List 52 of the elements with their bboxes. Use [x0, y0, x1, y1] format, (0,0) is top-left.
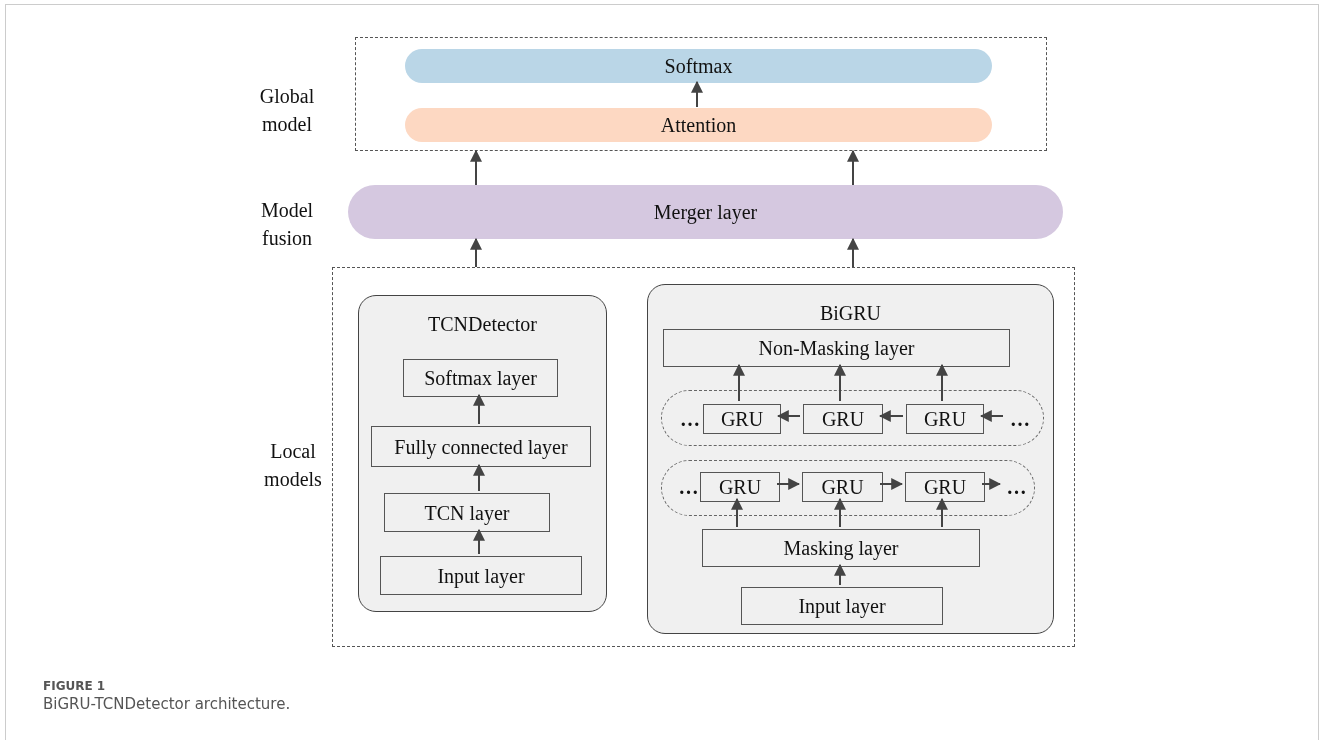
arrow	[733, 363, 745, 402]
layer-box: GRU	[703, 404, 781, 434]
arrow	[981, 478, 1002, 490]
section-label: Global model	[258, 84, 316, 137]
arrow	[847, 237, 859, 268]
arrow	[879, 478, 904, 490]
layer-pill: Softmax	[405, 49, 992, 83]
layer-box: GRU	[802, 472, 883, 502]
layer-box: GRU	[906, 404, 984, 434]
arrow	[470, 149, 482, 186]
layer-box: GRU	[803, 404, 883, 434]
arrow	[834, 563, 846, 586]
layer-box: Input layer	[380, 556, 582, 595]
figure-number: FIGURE 1	[43, 678, 107, 694]
layer-box: GRU	[700, 472, 780, 502]
layer-pill: Merger layer	[348, 185, 1063, 239]
layer-box: Input layer	[741, 587, 943, 625]
arrow	[878, 410, 904, 422]
model-panel	[358, 295, 607, 612]
dashed-frame	[355, 37, 1047, 151]
ellipsis: …	[1003, 474, 1030, 500]
layer-box: GRU	[905, 472, 985, 502]
panel-title: BiGRU	[818, 301, 883, 325]
section-label: Model fusion	[259, 198, 315, 251]
arrow	[473, 528, 485, 555]
layer-box: Softmax layer	[403, 359, 558, 397]
arrow	[691, 80, 703, 108]
layer-box: Non-Masking layer	[663, 329, 1010, 367]
caption: BiGRU-TCNDetector architecture.	[43, 694, 291, 714]
ellipsis: …	[677, 474, 700, 500]
layer-box: Masking layer	[702, 529, 980, 567]
panel-title: TCNDetector	[427, 312, 538, 336]
model-panel	[647, 284, 1054, 634]
ellipsis: …	[679, 406, 701, 432]
arrow	[834, 497, 846, 528]
arrow	[936, 497, 948, 528]
ellipsis: …	[1006, 406, 1034, 432]
arrow	[847, 149, 859, 186]
layer-box: TCN layer	[384, 493, 550, 532]
arrow	[473, 463, 485, 492]
arrow	[979, 410, 1004, 422]
arrow	[776, 478, 801, 490]
arrow	[936, 363, 948, 402]
layer-box: Fully connected layer	[371, 426, 591, 467]
dashed-frame	[332, 267, 1075, 647]
layer-pill: Attention	[405, 108, 992, 142]
arrow	[470, 237, 482, 268]
arrow	[834, 363, 846, 402]
arrow	[473, 393, 485, 425]
section-label: Local models	[263, 439, 323, 492]
arrow	[731, 497, 743, 528]
arrow	[776, 410, 801, 422]
